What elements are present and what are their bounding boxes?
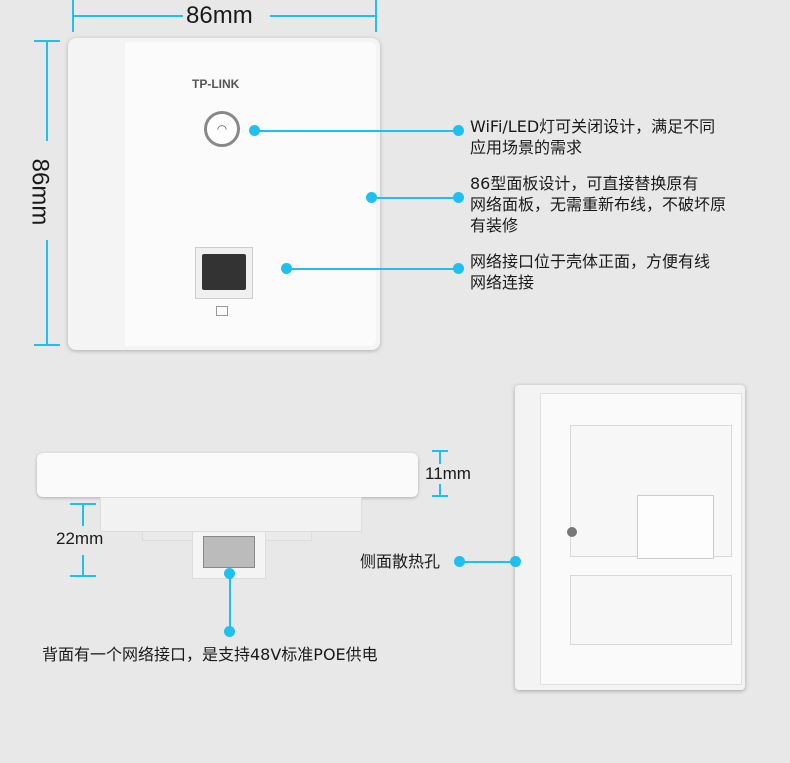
callout-line-text: 网络连接 (470, 273, 535, 292)
callout-dot (249, 125, 260, 136)
callout-line-text: 有装修 (470, 216, 519, 235)
side-view-panel (37, 453, 418, 497)
dimension-line (82, 555, 84, 575)
callout-line-text: 86型面板设计，可直接替换原有 (470, 174, 699, 193)
callout-line (229, 573, 231, 631)
callout-side-vents: 侧面散热孔 (360, 552, 441, 571)
callout-dot (224, 626, 235, 637)
callout-dot (454, 556, 465, 567)
callout-port-front: 网络接口位于壳体正面，方便有线 网络连接 (470, 251, 710, 293)
callout-led: WiFi/LED灯可关闭设计，满足不同 应用场景的需求 (470, 116, 715, 158)
panel-depth-label: 11mm (425, 464, 471, 483)
callout-dot (453, 192, 464, 203)
height-label: 86mm (26, 158, 54, 226)
dimension-line (46, 240, 48, 344)
callout-back-port: 背面有一个网络接口，是支持48V标准POE供电 (42, 645, 378, 664)
callout-dot (453, 263, 464, 274)
dimension-line (270, 15, 375, 17)
screw-hole (567, 527, 577, 537)
rj45-icon (202, 254, 246, 290)
dimension-tick (432, 495, 448, 497)
callout-line-text: 应用场景的需求 (470, 138, 583, 157)
callout-dot (366, 192, 377, 203)
callout-line-text: 网络面板，无需重新布线，不破坏原 (470, 195, 727, 214)
callout-line-text: WiFi/LED灯可关闭设计，满足不同 (470, 117, 716, 136)
brand-logo: TP-LINK (192, 77, 240, 91)
callout-line (372, 197, 458, 199)
ethernet-port (195, 247, 253, 299)
callout-line-text: 网络接口位于壳体正面，方便有线 (470, 252, 711, 271)
body-depth-label: 22mm (56, 529, 104, 548)
back-view (515, 385, 745, 690)
dimension-line (46, 41, 48, 141)
back-port-housing (637, 495, 714, 559)
dimension-line (439, 450, 441, 464)
wifi-icon: ◠ (216, 122, 228, 136)
callout-line (255, 130, 458, 132)
dimension-tick (375, 0, 377, 32)
callout-panel: 86型面板设计，可直接替换原有 网络面板，无需重新布线，不破坏原 有装修 (470, 173, 726, 236)
wifi-led-button: ◠ (204, 111, 240, 147)
callout-dot (281, 263, 292, 274)
dimension-line (439, 484, 441, 496)
dimension-line (82, 504, 84, 526)
dimension-line (73, 15, 183, 17)
side-view-body (100, 497, 362, 532)
network-icon (216, 306, 228, 316)
callout-line (459, 561, 513, 563)
callout-line (287, 268, 458, 270)
back-body-lower (570, 575, 732, 645)
width-label: 86mm (186, 2, 253, 29)
dimension-tick (70, 575, 96, 577)
front-panel: TP-LINK ◠ (68, 38, 380, 350)
callout-dot (510, 556, 521, 567)
panel-face (125, 42, 376, 346)
rj45-icon (203, 536, 255, 568)
dimension-tick (34, 344, 60, 346)
callout-dot (453, 125, 464, 136)
